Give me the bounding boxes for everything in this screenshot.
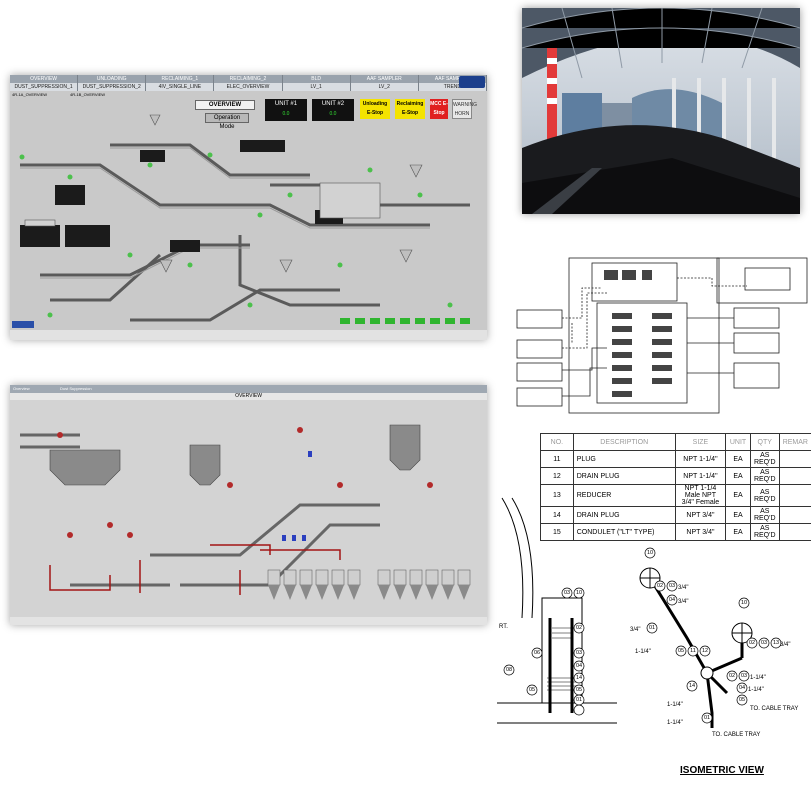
- iso-label: 05: [678, 648, 684, 654]
- iso-label: 01: [576, 697, 582, 703]
- isometric-svg: 10 02 03 04 01 05 11 12 10 02 03 13 02 0…: [497, 478, 811, 784]
- cell-unit: EA: [726, 451, 751, 468]
- iso-label: 06: [534, 650, 540, 656]
- iso-label: 02: [576, 625, 582, 631]
- col-qty: QTY: [750, 434, 779, 451]
- iso-label: 12: [702, 648, 708, 654]
- iso-size: 1-1/4": [667, 702, 683, 708]
- iso-label: 03: [761, 640, 767, 646]
- hmi-overview-bottom: Overview Dust Suppression OVERVIEW: [10, 385, 487, 625]
- iso-label: 03: [669, 583, 675, 589]
- iso-label: 02: [657, 583, 663, 589]
- iso-size: 1-1/4": [667, 720, 683, 726]
- iso-label: 05: [576, 687, 582, 693]
- cell-size: NPT 1-1/4": [675, 451, 726, 468]
- cell-description: PLUG: [573, 451, 675, 468]
- col-remark: REMAR: [779, 434, 811, 451]
- isometric-view-title: ISOMETRIC VIEW: [680, 765, 764, 776]
- iso-label: 14: [576, 675, 582, 681]
- col-description: DESCRIPTION: [573, 434, 675, 451]
- iso-label: 13: [773, 640, 779, 646]
- col-unit: UNIT: [726, 434, 751, 451]
- iso-size: 1-1/4": [750, 675, 766, 681]
- iso-label: 11: [690, 648, 696, 654]
- iso-label: 03: [576, 650, 582, 656]
- dust-suppression-diagram: [10, 385, 487, 625]
- iso-label: 01: [704, 715, 710, 721]
- iso-label: 14: [689, 683, 695, 689]
- iso-size: 3/4": [678, 599, 688, 605]
- iso-size: 3/4": [630, 627, 640, 633]
- iso-label: 01: [649, 625, 655, 631]
- wiring-schematic: [512, 248, 811, 433]
- wiring-diagram: [512, 248, 811, 433]
- iso-size: 3/4": [678, 585, 688, 591]
- isometric-drawing: 10 02 03 04 01 05 11 12 10 02 03 13 02 0…: [497, 478, 811, 784]
- col-no: NO.: [541, 434, 574, 451]
- conveyor-diagram: [10, 75, 487, 340]
- iso-label: 03: [564, 590, 570, 596]
- iso-size: 3/4": [780, 642, 790, 648]
- iso-size: 1-1/4": [748, 687, 764, 693]
- iso-label: 05: [739, 697, 745, 703]
- iso-size: 1-1/4": [635, 649, 651, 655]
- iso-label: 10: [741, 600, 747, 606]
- coal-shed-image: [522, 8, 800, 214]
- iso-label: 10: [576, 590, 582, 596]
- cell-qty: AS REQ'D: [750, 451, 779, 468]
- iso-label: 02: [749, 640, 755, 646]
- iso-label: 10: [647, 550, 653, 556]
- iso-label: 04: [669, 597, 675, 603]
- table-row: 11 PLUG NPT 1-1/4" EA AS REQ'D: [541, 451, 811, 468]
- iso-label: 04: [739, 685, 745, 691]
- table-header-row: NO. DESCRIPTION SIZE UNIT QTY REMAR: [541, 434, 811, 451]
- cell-no: 11: [541, 451, 574, 468]
- iso-label: 03: [741, 673, 747, 679]
- tray-label: TO. CABLE TRAY: [750, 706, 798, 712]
- col-size: SIZE: [675, 434, 726, 451]
- cell-remark: [779, 451, 811, 468]
- iso-label: 08: [506, 667, 512, 673]
- iso-label: 05: [529, 687, 535, 693]
- iso-side-label: RT.: [499, 624, 508, 630]
- coal-storage-photo: [522, 8, 800, 214]
- iso-label: 02: [729, 673, 735, 679]
- iso-label: 04: [576, 663, 582, 669]
- tray-label: TO. CABLE TRAY: [712, 732, 760, 738]
